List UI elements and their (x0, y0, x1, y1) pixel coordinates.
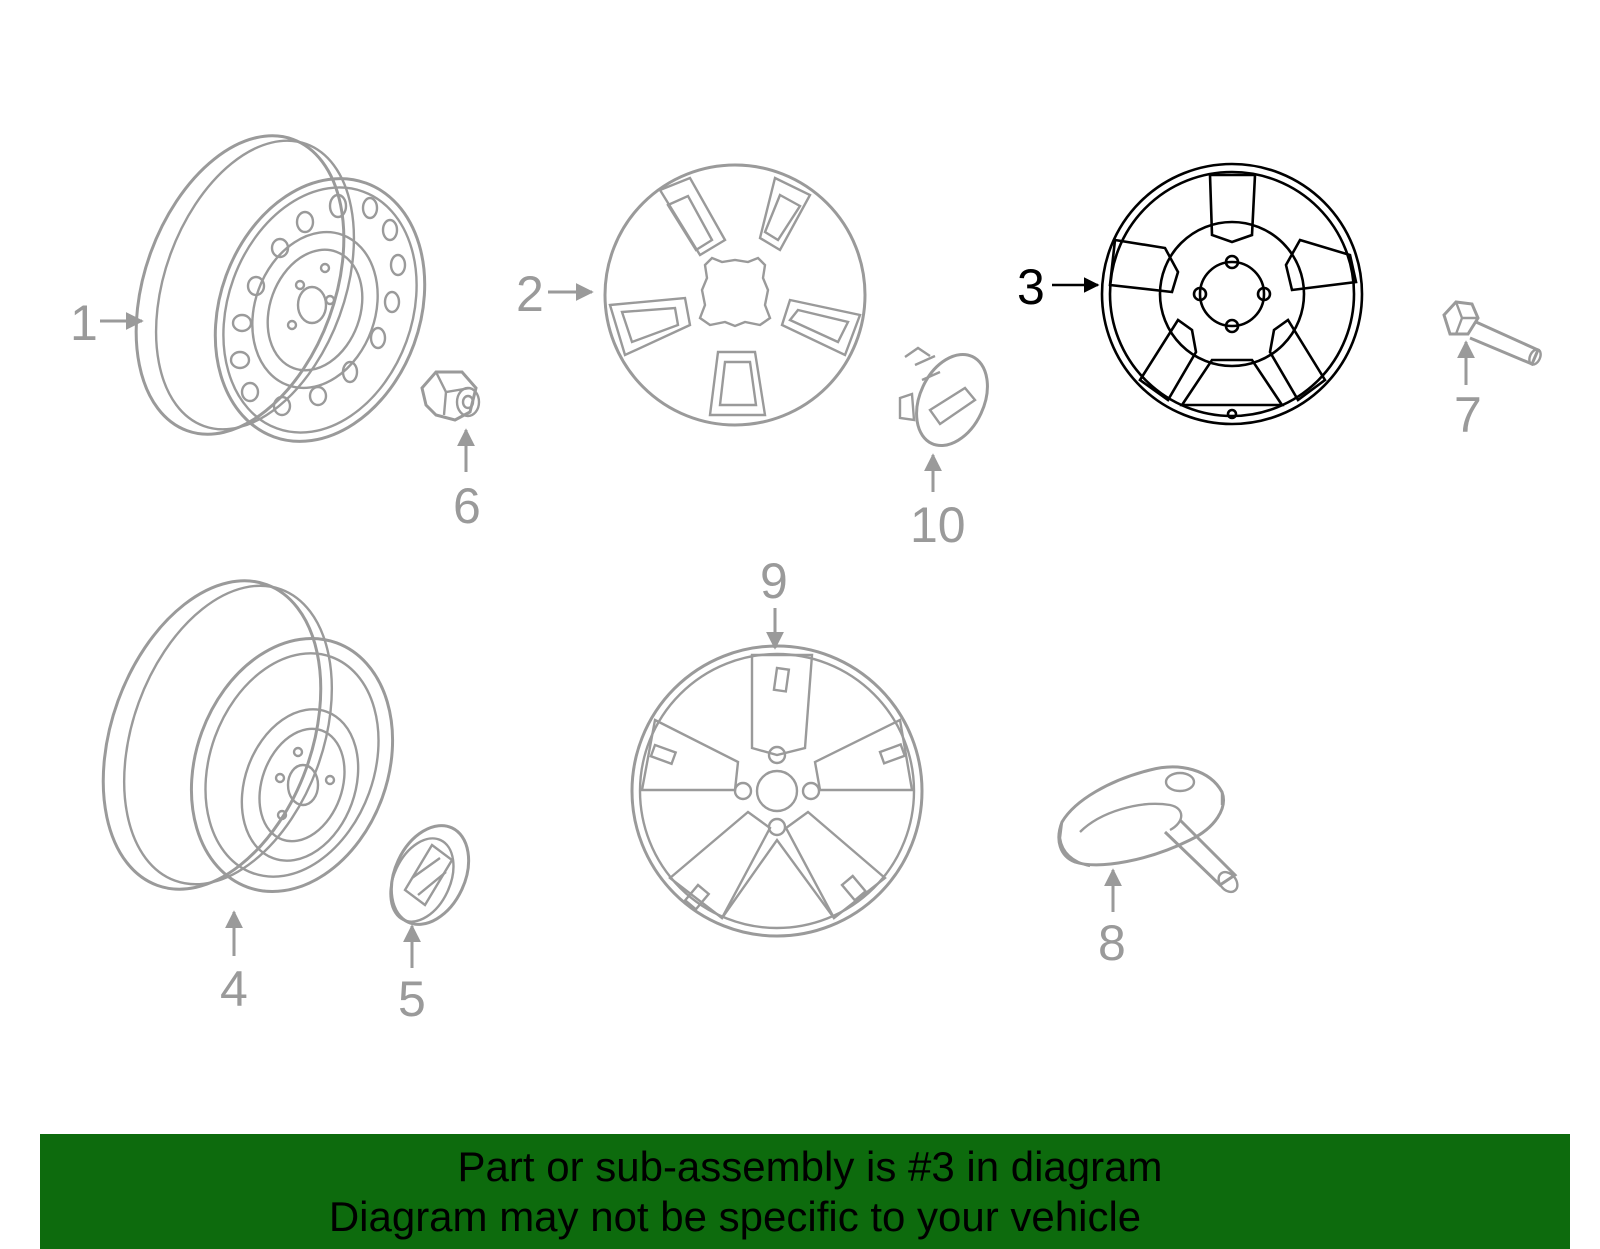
callout-6: 6 (453, 478, 481, 534)
callout-10: 10 (910, 497, 966, 553)
part-5-hub-cap[interactable] (376, 813, 483, 937)
info-banner: Part or sub-assembly is #3 in diagram Di… (40, 1134, 1570, 1249)
callout-9: 9 (760, 553, 788, 609)
callout-8: 8 (1098, 915, 1126, 971)
banner-line-2: Diagram may not be specific to your vehi… (328, 1193, 1142, 1240)
part-4-spare-wheel[interactable] (63, 550, 426, 920)
callout-1: 1 (70, 295, 98, 351)
part-8-tpms-sensor[interactable] (1057, 765, 1241, 896)
part-2-wheel-cover[interactable] (603, 163, 867, 427)
callout-5: 5 (398, 971, 426, 1027)
part-7-bolt[interactable] (1442, 300, 1543, 366)
callout-2: 2 (516, 266, 544, 322)
part-1-steel-wheel[interactable] (98, 107, 460, 471)
callout-3: 3 (1017, 259, 1045, 315)
part-3-alloy-wheel[interactable] (1100, 162, 1364, 426)
part-6-lug-nut[interactable] (420, 370, 481, 422)
callout-4: 4 (220, 961, 248, 1017)
banner-line-1: Part or sub-assembly is #3 in diagram (457, 1143, 1163, 1190)
part-9-alloy-wheel[interactable] (630, 644, 924, 938)
callout-7: 7 (1454, 387, 1482, 443)
part-10-center-cap[interactable] (898, 343, 1001, 457)
